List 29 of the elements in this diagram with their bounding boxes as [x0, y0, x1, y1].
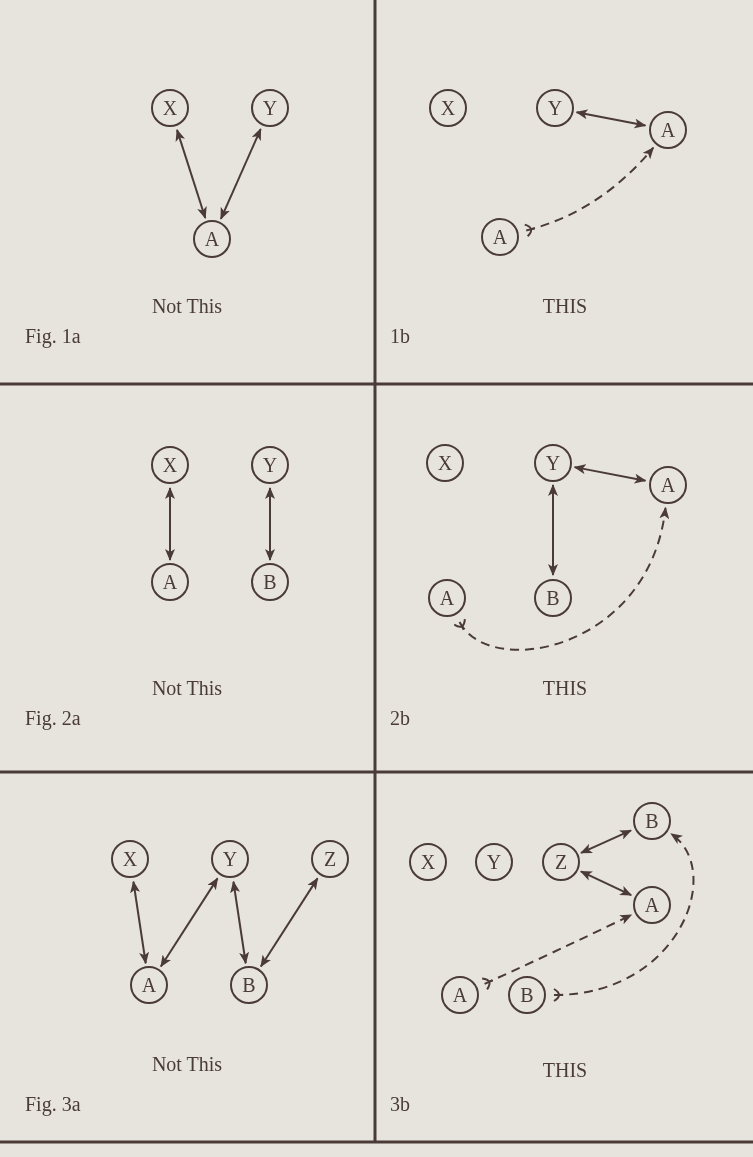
double-arrow	[230, 880, 249, 965]
double-arrow	[575, 109, 647, 129]
dashed-arrow	[523, 146, 655, 238]
caption-text: 1b	[390, 324, 410, 349]
double-arrow	[580, 829, 633, 854]
caption-text: Fig. 2a	[25, 706, 81, 731]
double-arrow	[175, 128, 207, 220]
dashed-arrow	[481, 914, 633, 991]
caption-text: Fig. 3a	[25, 1092, 81, 1117]
caption-text: THIS	[542, 676, 588, 701]
double-arrow	[219, 128, 262, 220]
double-arrow	[265, 487, 275, 561]
double-arrow	[259, 877, 319, 968]
double-arrow	[159, 877, 219, 968]
double-arrow	[130, 880, 149, 965]
double-arrow	[548, 484, 558, 576]
caption-text: Not This	[151, 294, 223, 319]
caption-text: 3b	[390, 1092, 410, 1117]
double-arrow	[579, 870, 633, 897]
caption-text: THIS	[542, 1058, 588, 1083]
dashed-arrow	[453, 506, 669, 651]
caption-text: THIS	[542, 294, 588, 319]
caption-text: 2b	[390, 706, 410, 731]
double-arrow	[573, 464, 647, 484]
dashed-arrow	[552, 832, 695, 1002]
caption-text: Fig. 1a	[25, 324, 81, 349]
caption-text: Not This	[151, 1052, 223, 1077]
double-arrow	[165, 487, 175, 561]
caption-text: Not This	[151, 676, 223, 701]
